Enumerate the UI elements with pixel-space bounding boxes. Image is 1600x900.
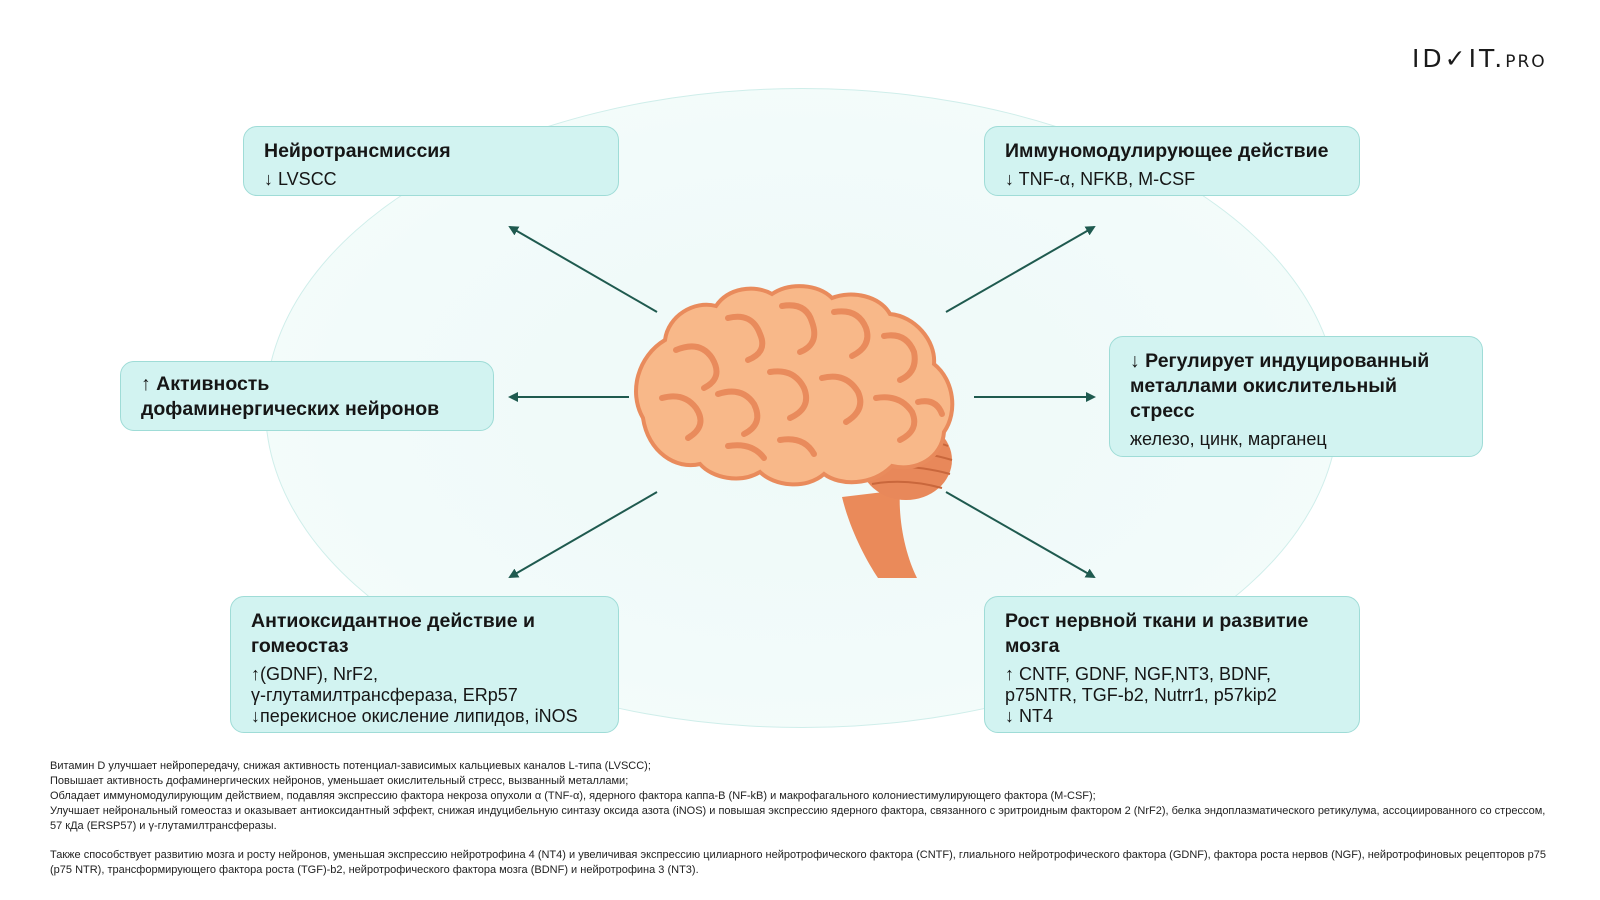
arrow-top-right — [945, 226, 1096, 313]
card-title: ↓ Регулирует индуцированный металлами ок… — [1130, 350, 1430, 422]
card-title: Рост нервной ткани и развитие мозга — [1005, 610, 1309, 657]
card-line: ↓ LVSCC — [264, 169, 337, 189]
logo-suffix: PRO — [1505, 52, 1547, 72]
card-growth: Рост нервной ткани и развитие мозга ↑ CN… — [984, 596, 1360, 733]
card-neurotransmission: Нейротрансмиссия ↓ LVSCC — [243, 126, 619, 196]
logo: ID✓IT.PRO — [1412, 44, 1547, 73]
arrow-top-left — [508, 225, 658, 313]
brain-stem — [842, 490, 917, 578]
footnote-line: Повышает активность дофаминергических не… — [50, 775, 629, 787]
card-line: ↑(GDNF), NrF2, — [251, 664, 378, 684]
footnote: Витамин D улучшает нейропередачу, снижая… — [50, 759, 1560, 878]
card-metals: ↓ Регулирует индуцированный металлами ок… — [1109, 336, 1483, 457]
card-antioxidant: Антиоксидантное действие и гомеостаз ↑(G… — [230, 596, 619, 733]
card-title: Антиоксидантное действие и гомеостаз — [251, 610, 535, 657]
arrow-bottom-left — [508, 491, 658, 579]
card-details: ↑(GDNF), NrF2, γ-глутамилтрансфераза, ER… — [251, 664, 598, 727]
card-details: железо, цинк, марганец — [1130, 429, 1462, 450]
card-details: ↓ TNF-α, NFKB, M-CSF — [1005, 169, 1339, 190]
card-details: ↓ LVSCC — [264, 169, 598, 190]
card-line: γ-глутамилтрансфераза, ERp57 — [251, 685, 518, 705]
card-immunomodulation: Иммуномодулирующее действие ↓ TNF-α, NFK… — [984, 126, 1360, 196]
card-line: ↓ NT4 — [1005, 706, 1054, 726]
logo-main: ID✓IT. — [1412, 44, 1506, 73]
footnote-gap — [50, 834, 1560, 848]
footnote-extra: Также способствует развитию мозга и рост… — [50, 849, 1547, 876]
brain-folds — [659, 302, 945, 461]
card-details: ↑ CNTF, GDNF, NGF,NT3, BDNF, p75NTR, TGF… — [1005, 664, 1339, 727]
card-line: железо, цинк, марганец — [1130, 429, 1327, 449]
card-line: ↓перекисное окисление липидов, iNOS — [251, 706, 578, 726]
card-title: ↑ Активность дофаминергических нейронов — [141, 373, 440, 420]
card-title: Иммуномодулирующее действие — [1005, 140, 1329, 162]
arrow-bottom-right — [945, 491, 1096, 578]
footnote-line: Обладает иммуномодулирующим действием, п… — [50, 790, 1096, 802]
card-line: ↑ CNTF, GDNF, NGF,NT3, BDNF, — [1005, 664, 1272, 684]
cerebrum — [634, 284, 955, 487]
card-dopamine: ↑ Активность дофаминергических нейронов — [120, 361, 494, 431]
footnote-line: Улучшает нейрональный гомеостаз и оказыв… — [50, 805, 1546, 832]
card-line: ↓ TNF-α, NFKB, M-CSF — [1005, 169, 1196, 189]
card-line: p75NTR, TGF-b2, Nutrr1, p57kip2 — [1005, 685, 1277, 705]
footnote-line: Витамин D улучшает нейропередачу, снижая… — [50, 760, 651, 772]
card-title: Нейротрансмиссия — [264, 140, 451, 162]
